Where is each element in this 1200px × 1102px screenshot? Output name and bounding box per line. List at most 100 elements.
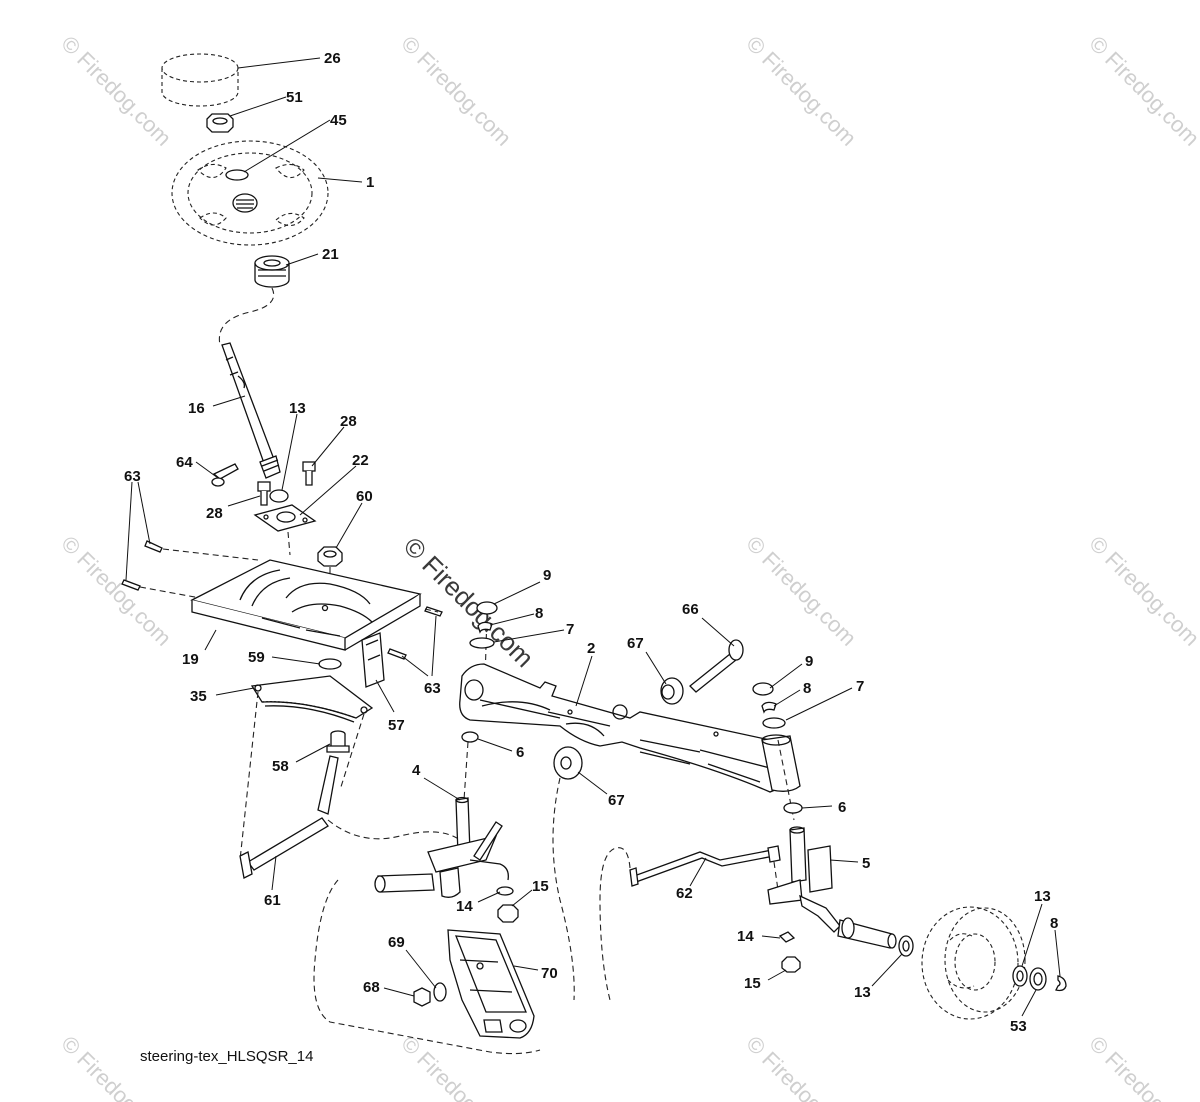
callout-7: 7 xyxy=(566,621,574,638)
callout-13: 13 xyxy=(289,400,306,417)
part-washer-13-wheel xyxy=(1012,965,1028,987)
part-screw-63 xyxy=(144,540,163,553)
callout-66: 66 xyxy=(682,601,699,618)
part-wheel xyxy=(921,906,1026,1020)
part-bolt-58 xyxy=(326,730,350,753)
callout-28: 28 xyxy=(206,505,223,522)
callout-14: 14 xyxy=(456,898,473,915)
watermark-text: © Firedog.com xyxy=(741,531,861,651)
part-nut-51 xyxy=(206,113,234,133)
dashed-connection xyxy=(777,739,795,821)
dashed-connection xyxy=(552,777,575,1001)
part-bushing-13 xyxy=(269,489,289,503)
part-nut-15-right xyxy=(781,956,801,973)
callout-28: 28 xyxy=(340,413,357,430)
dashed-connection xyxy=(287,531,291,556)
callout-8: 8 xyxy=(1050,915,1058,932)
part-clip-8-left xyxy=(477,621,493,634)
watermark-text: © Firedog.com xyxy=(56,31,176,151)
part-bushing-67-upper xyxy=(660,677,684,705)
callout-19: 19 xyxy=(182,651,199,668)
callout-60: 60 xyxy=(356,488,373,505)
part-adapter-21 xyxy=(254,255,290,288)
callout-68: 68 xyxy=(363,979,380,996)
part-clip-8-right xyxy=(761,701,777,714)
part-clip-64 xyxy=(211,463,239,487)
part-spindle-5 xyxy=(767,826,897,949)
diagram-caption: steering-tex_HLSQSR_14 xyxy=(140,1048,313,1065)
watermark-text: © Firedog.com xyxy=(56,1031,176,1102)
callout-13: 13 xyxy=(1034,888,1051,905)
dashed-connection xyxy=(339,713,365,791)
part-screw-63 xyxy=(424,606,443,617)
callout-26: 26 xyxy=(324,50,341,67)
part-washer-6-right xyxy=(783,802,803,814)
callout-45: 45 xyxy=(330,112,347,129)
part-washer-13-spindle xyxy=(898,935,914,957)
dashed-connection xyxy=(162,548,259,561)
callout-62: 62 xyxy=(676,885,693,902)
callout-15: 15 xyxy=(532,878,549,895)
watermark-text: © Firedog.com xyxy=(741,1031,861,1102)
dashed-connection xyxy=(773,861,779,891)
callout-5: 5 xyxy=(862,855,870,872)
part-washer-69 xyxy=(433,982,447,1002)
part-front-axle-2 xyxy=(459,663,801,793)
callout-7: 7 xyxy=(856,678,864,695)
part-shaft-16 xyxy=(221,342,281,479)
parts xyxy=(121,53,1067,1055)
callout-69: 69 xyxy=(388,934,405,951)
part-tie-rod-62 xyxy=(629,845,781,887)
callout-67: 67 xyxy=(608,792,625,809)
callout-6: 6 xyxy=(516,744,524,761)
leader-lines xyxy=(125,57,1061,1017)
part-nut-60 xyxy=(317,546,343,567)
callout-22: 22 xyxy=(352,452,369,469)
callout-2: 2 xyxy=(587,640,595,657)
part-sector-gear-35 xyxy=(250,675,374,723)
part-washer-7-left xyxy=(469,637,495,649)
watermark-text: © Firedog.com xyxy=(396,31,516,151)
part-washer-59 xyxy=(318,658,342,670)
part-cap-9-right xyxy=(752,682,774,696)
dashed-connection xyxy=(313,879,541,1055)
part-washer-6-left xyxy=(461,731,479,743)
part-screw-63 xyxy=(387,648,407,660)
callout-59: 59 xyxy=(248,649,265,666)
part-washer-14-right xyxy=(778,931,796,943)
part-bracket-57 xyxy=(361,632,385,688)
callout-4: 4 xyxy=(412,762,421,779)
callout-8: 8 xyxy=(803,680,811,697)
callout-63: 63 xyxy=(124,468,141,485)
callout-8: 8 xyxy=(535,605,543,622)
watermark-text: © Firedog.com xyxy=(1084,531,1200,651)
callout-35: 35 xyxy=(190,688,207,705)
callout-16: 16 xyxy=(188,400,205,417)
part-washer-45 xyxy=(225,169,249,181)
part-bolt-28-left xyxy=(257,481,271,506)
dashed-connection xyxy=(424,608,439,613)
watermarks: © Firedog.com © Firedog.com © Firedog.co… xyxy=(56,31,1200,1102)
part-washer-7-right xyxy=(762,717,786,729)
dashed-connection xyxy=(239,691,259,861)
part-spindle-4 xyxy=(374,796,509,898)
dashed-connection xyxy=(218,287,275,346)
callout-63: 63 xyxy=(424,680,441,697)
dashed-connection xyxy=(463,741,469,801)
callout-53: 53 xyxy=(1010,1018,1027,1035)
part-bolt-28-right xyxy=(302,461,316,486)
dashed-connection xyxy=(599,847,631,1001)
part-pivot-bolt-66 xyxy=(689,639,744,693)
watermark-text: © Firedog.com xyxy=(1084,31,1200,151)
part-washer-14-left xyxy=(496,886,514,896)
callout-51: 51 xyxy=(286,89,303,106)
watermark-text: © Firedog.com xyxy=(1084,1031,1200,1102)
callout-67: 67 xyxy=(627,635,644,652)
dashed-connection xyxy=(139,586,201,599)
dashed-connection xyxy=(327,819,461,841)
part-bushing-67-lower xyxy=(553,746,583,780)
callout-21: 21 xyxy=(322,246,339,263)
part-washer-53 xyxy=(1029,967,1047,991)
callout-57: 57 xyxy=(388,717,405,734)
